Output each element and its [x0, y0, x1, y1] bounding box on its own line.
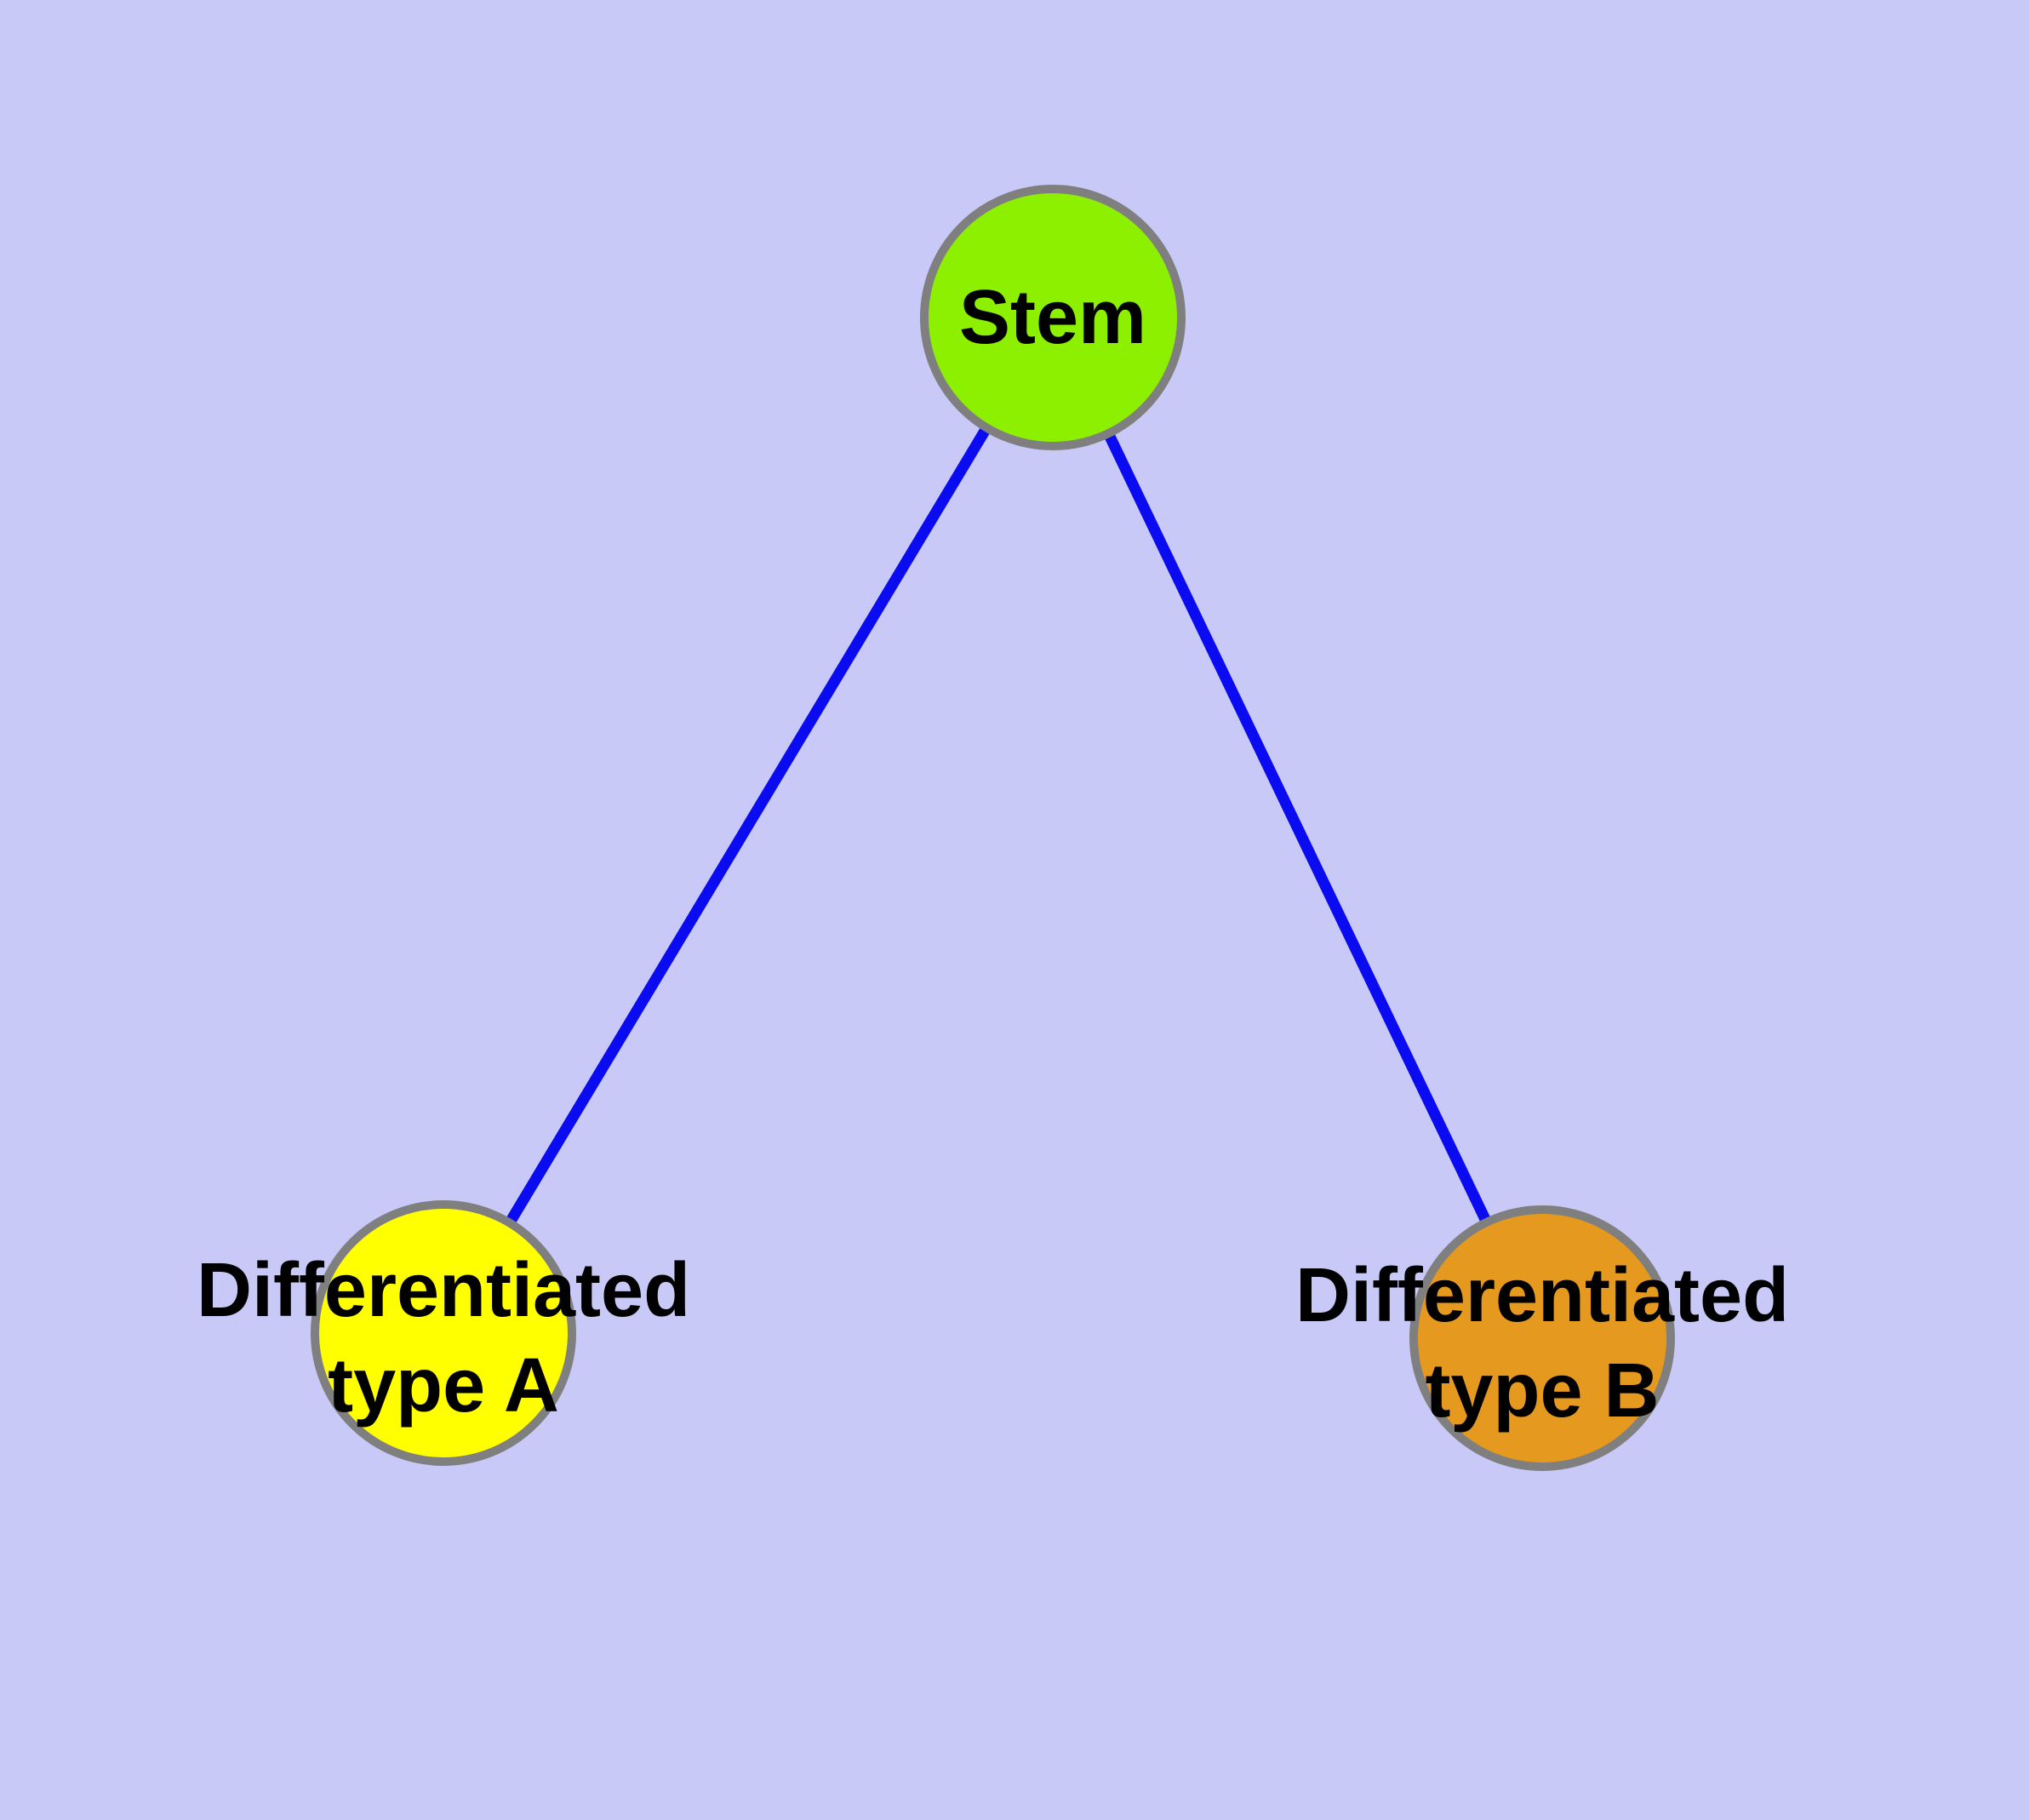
edge-stem-to-type-b [1048, 315, 1547, 1341]
type-b-label-line1: Differentiated [1295, 1253, 1790, 1338]
type-b-node-label: Differentiated type B [1295, 1248, 1789, 1439]
type-a-label-line2: type A [328, 1343, 559, 1428]
edge-stem-to-type-a [438, 314, 1058, 1336]
type-a-label-line1: Differentiated [196, 1248, 691, 1333]
type-b-label-line2: type B [1425, 1348, 1660, 1434]
type-a-node-label: Differentiated type A [197, 1243, 690, 1434]
stem-node-label: Stem [958, 275, 1147, 360]
stem-node-circle [920, 185, 1186, 450]
type-b-node-circle [1409, 1205, 1675, 1471]
type-a-node-circle [311, 1200, 576, 1466]
